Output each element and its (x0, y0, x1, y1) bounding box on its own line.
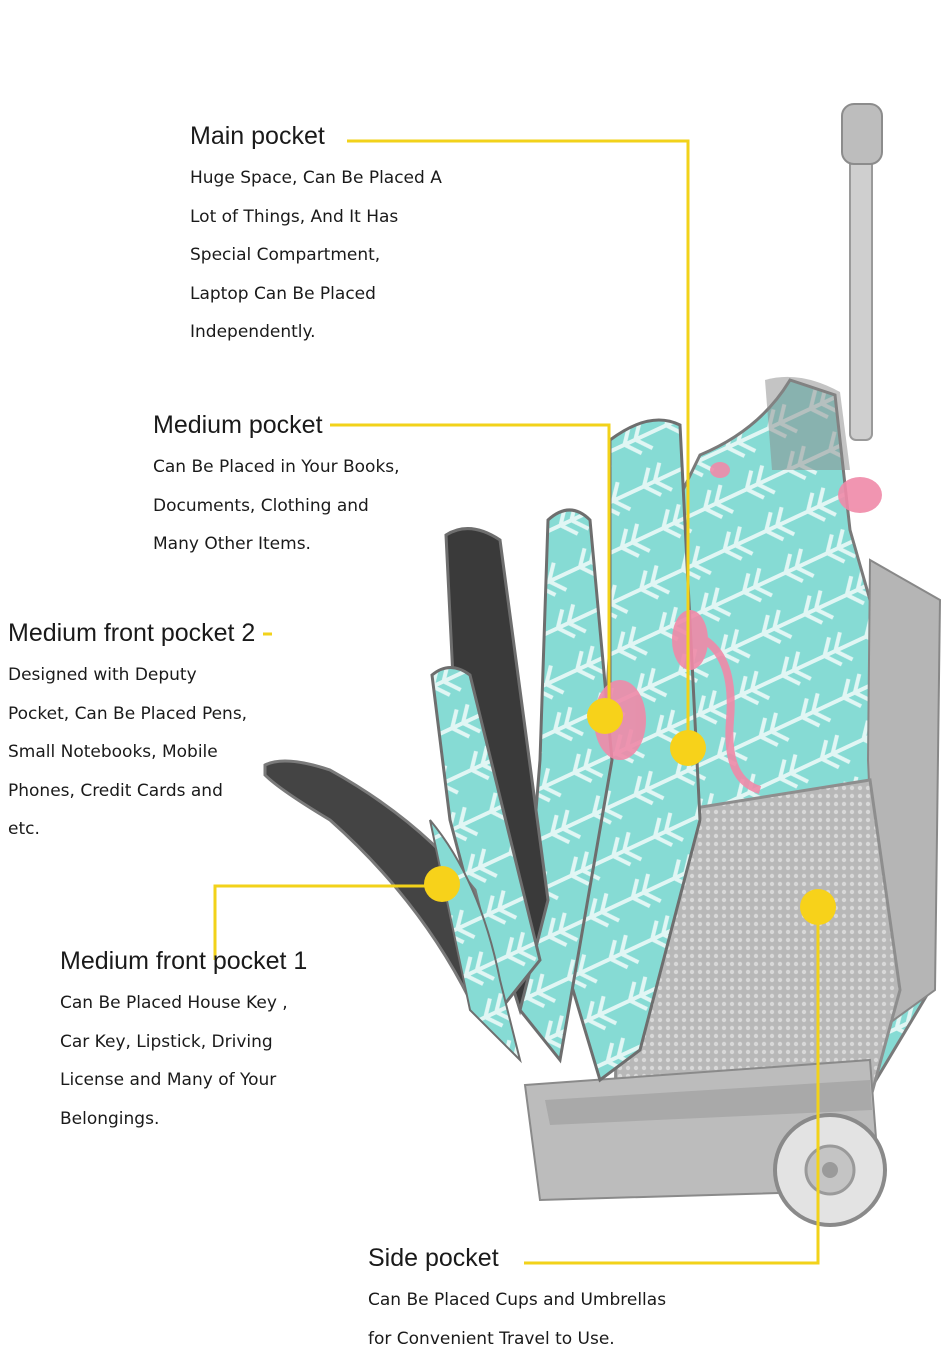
callout-main-pocket: Main pocket Huge Space, Can Be Placed A … (190, 122, 442, 352)
desc-line: Independently. (190, 313, 442, 352)
desc-line: Car Key, Lipstick, Driving (60, 1023, 307, 1062)
callout-description: Huge Space, Can Be Placed A Lot of Thing… (190, 159, 442, 352)
desc-line: Huge Space, Can Be Placed A (190, 159, 442, 198)
dot-main-pocket (670, 730, 706, 766)
desc-line: Can Be Placed in Your Books, (153, 448, 400, 487)
callout-title: Medium front pocket 2 (8, 619, 255, 648)
desc-line: Pocket, Can Be Placed Pens, (8, 695, 255, 734)
trolley-handle (842, 104, 882, 440)
callout-title: Medium pocket (153, 411, 400, 440)
desc-line: License and Many of Your (60, 1061, 307, 1100)
desc-line: Belongings. (60, 1100, 307, 1139)
callout-description: Can Be Placed Cups and Umbrellas for Con… (368, 1281, 666, 1358)
callout-medium-pocket: Medium pocket Can Be Placed in Your Book… (153, 411, 400, 564)
desc-line: Can Be Placed House Key , (60, 984, 307, 1023)
callout-description: Can Be Placed House Key , Car Key, Lipst… (60, 984, 307, 1138)
callout-side-pocket: Side pocket Can Be Placed Cups and Umbre… (368, 1244, 666, 1358)
desc-line: Many Other Items. (153, 525, 400, 564)
desc-line: Documents, Clothing and (153, 487, 400, 526)
dot-side-pocket (800, 889, 836, 925)
desc-line: Small Notebooks, Mobile (8, 733, 255, 772)
desc-line: Designed with Deputy (8, 656, 255, 695)
callout-title: Side pocket (368, 1244, 666, 1273)
desc-line: for Convenient Travel to Use. (368, 1320, 666, 1358)
desc-line: Laptop Can Be Placed (190, 275, 442, 314)
callout-title: Medium front pocket 1 (60, 947, 307, 976)
callout-description: Designed with Deputy Pocket, Can Be Plac… (8, 656, 255, 849)
desc-line: Can Be Placed Cups and Umbrellas (368, 1281, 666, 1320)
callout-medium-front-pocket-1: Medium front pocket 1 Can Be Placed Hous… (60, 947, 307, 1138)
desc-line: Phones, Credit Cards and (8, 772, 255, 811)
callout-medium-front-pocket-2: Medium front pocket 2 Designed with Depu… (8, 619, 255, 849)
wheeled-base (525, 1060, 885, 1225)
dot-front-pocket-1 (424, 866, 460, 902)
desc-line: Lot of Things, And It Has (190, 198, 442, 237)
desc-line: etc. (8, 810, 255, 849)
desc-line: Special Compartment, (190, 236, 442, 275)
callout-description: Can Be Placed in Your Books, Documents, … (153, 448, 400, 564)
callout-title: Main pocket (190, 122, 442, 151)
dot-medium-pocket (587, 698, 623, 734)
